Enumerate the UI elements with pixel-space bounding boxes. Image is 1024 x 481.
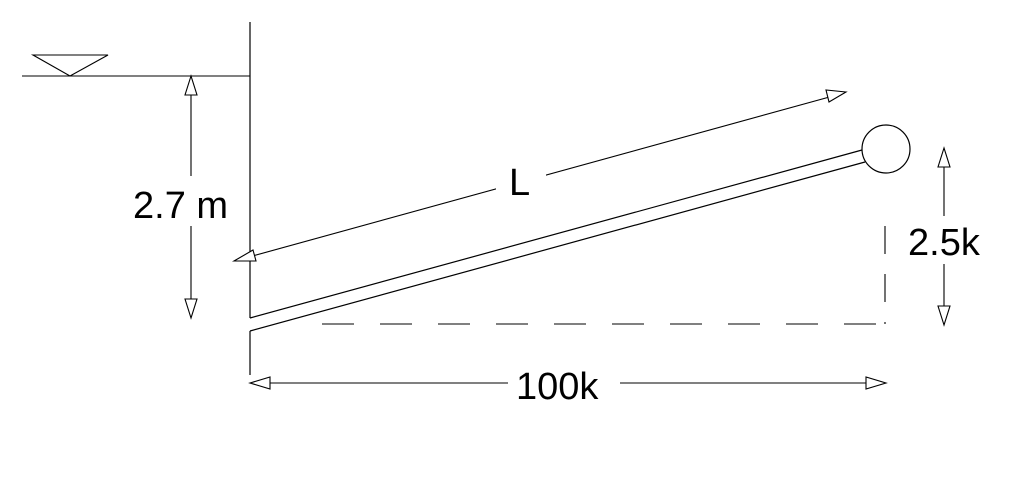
head-dimension: 2.7 m [128, 74, 244, 320]
pipe-bottom-edge [249, 161, 866, 332]
head-label: 2.7 m [133, 185, 228, 227]
outlet-circle [861, 124, 911, 174]
head-arrow-down [184, 298, 198, 320]
run-arrow-right [865, 376, 888, 390]
length-dimension: L [231, 89, 848, 262]
rise-label-mask [904, 216, 996, 264]
rise-arrow-up [937, 146, 951, 168]
water-surface-triangle [30, 54, 109, 77]
run-dimension: 100k [248, 360, 888, 408]
rise-dimension: 2.5k [904, 146, 996, 327]
length-label: L [509, 162, 530, 204]
rise-label: 2.5k [908, 222, 981, 264]
length-arrow-end [825, 89, 848, 103]
run-label-mask [508, 360, 620, 408]
run-arrow-left [248, 376, 271, 390]
rise-arrow-down [937, 305, 951, 327]
run-label: 100k [516, 366, 599, 408]
water-surface-symbol [22, 54, 250, 77]
length-arrow-start [231, 249, 257, 262]
head-label-mask [128, 176, 244, 226]
length-label-mask [496, 155, 546, 205]
head-arrow-up [184, 74, 198, 96]
pipe-top-edge [249, 149, 863, 319]
